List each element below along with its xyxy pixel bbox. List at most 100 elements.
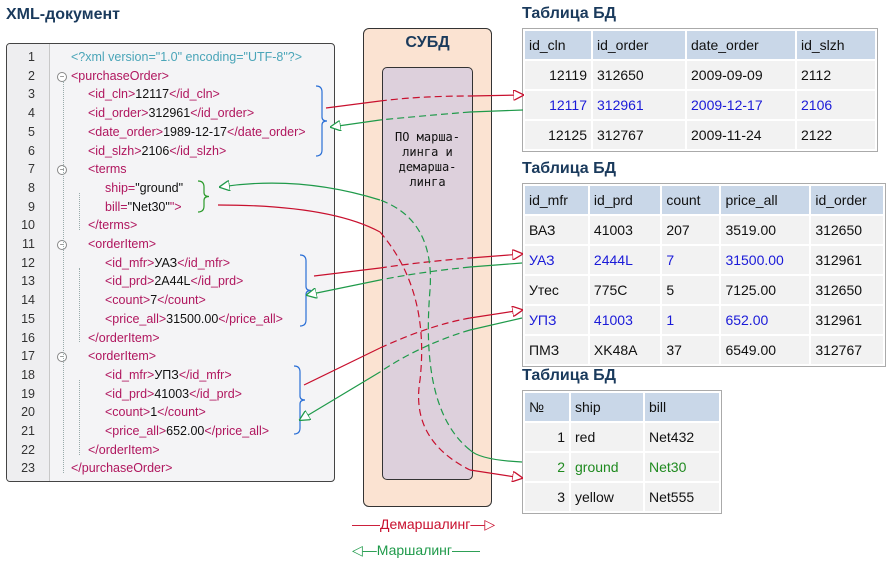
table-cell: Net432 <box>645 423 719 451</box>
table-cell: 12125 <box>525 121 591 149</box>
line-number-gutter <box>7 44 50 481</box>
table-cell: yellow <box>571 483 643 511</box>
unmarshal-item2-arrow <box>469 310 522 319</box>
xml-code: <id_order>312961</id_order> <box>88 104 254 123</box>
column-header: date_order <box>687 31 795 59</box>
xml-token-tag: </price_all> <box>204 424 270 438</box>
xml-token-tag: <id_prd> <box>105 386 155 401</box>
table-cell: 31500.00 <box>721 246 810 274</box>
table-cell: 3519.00 <box>721 216 810 244</box>
xml-token-txt: "Net30" <box>127 199 170 214</box>
table-cell: 2009-12-17 <box>687 91 795 119</box>
unmarshal-order-arrow <box>469 95 523 96</box>
marshal-terms-arrow <box>220 183 381 201</box>
xml-token-tag: </id_order> <box>190 106 255 121</box>
marshal-terms-solid-right <box>469 449 523 463</box>
line-number: 11 <box>22 237 35 251</box>
table-cell: 2112 <box>797 61 875 89</box>
fold-toggle-icon[interactable]: − <box>57 352 67 363</box>
table-cell: 7125.00 <box>721 276 810 304</box>
xml-token-tag: </orderItem> <box>88 442 160 457</box>
line-number: 16 <box>21 330 35 345</box>
table-cell: 12119 <box>525 61 591 89</box>
xml-token-txt: 1 <box>150 405 158 420</box>
table-cell: 775C <box>589 276 661 304</box>
xml-token-tag: </terms> <box>88 218 138 233</box>
marshalling-software-label-line: линга <box>409 175 446 189</box>
fold-toggle-icon[interactable]: − <box>57 240 67 250</box>
line-number: 12 <box>21 255 35 270</box>
marshal-order-arrow <box>331 119 381 127</box>
line-number: 20 <box>21 405 35 420</box>
fold-toggle-icon[interactable]: − <box>57 165 67 176</box>
line-number: 2 <box>28 68 35 83</box>
legend-unmarshal-arrow: —▷ <box>470 516 496 532</box>
xml-token-tag: </id_mfr> <box>177 255 231 270</box>
table-cell: 1 <box>525 423 569 451</box>
bracket-order-icon <box>315 85 328 157</box>
xml-token-tag: <price_all> <box>105 424 167 438</box>
line-number: 23 <box>21 461 35 476</box>
unmarshal-item2-dashed <box>379 317 471 349</box>
xml-token-tag: </count> <box>157 405 206 420</box>
table-cell: Net30 <box>645 453 719 481</box>
xml-code: </purchaseOrder> <box>71 459 172 478</box>
xml-token-txt: 652.00 <box>166 424 205 438</box>
column-header: id_order <box>593 31 685 59</box>
table-cell: 312650 <box>811 276 883 304</box>
xml-document-title: XML-документ <box>6 6 120 23</box>
xml-code: <id_prd>41003</id_prd> <box>105 385 242 404</box>
table-cell: 312650 <box>593 61 685 89</box>
table-cell: 2122 <box>797 121 875 149</box>
marshal-terms-dashed <box>379 199 471 451</box>
xml-token-tag: <id_order> <box>88 106 149 121</box>
table-cell: 2106 <box>797 91 875 119</box>
unmarshal-terms-dashed <box>379 231 471 471</box>
legend-marshal-arrow: ◁— <box>352 542 377 558</box>
xml-token-tag: <date_order> <box>88 124 164 139</box>
xml-token-txt: УПЗ <box>154 367 179 382</box>
bracket-item1-icon <box>299 254 312 327</box>
xml-token-txt: 41003 <box>154 386 190 401</box>
table-cell: 6549.00 <box>721 336 810 364</box>
line-number: 7 <box>28 162 35 177</box>
unmarshal-item1-arrow <box>469 254 522 258</box>
table-cell: 312961 <box>811 246 883 274</box>
xml-token-txt: 1989-12-17 <box>163 124 228 139</box>
xml-token-txt: 312961 <box>148 106 191 121</box>
line-number: 1 <box>28 50 35 64</box>
table-cell: 2009-09-09 <box>687 61 795 89</box>
xml-code: <count>7</count> <box>105 291 206 310</box>
xml-token-pi: <?xml version="1.0" encoding="UTF-8"?> <box>71 50 303 64</box>
xml-token-attrname: bill= <box>105 199 128 214</box>
table-cell: УПЗ <box>525 306 588 334</box>
indent-guide <box>63 80 64 474</box>
table-cell: 312961 <box>593 91 685 119</box>
column-header: id_cln <box>525 31 591 59</box>
xml-code: <orderItem> <box>88 235 156 254</box>
xml-code: <?xml version="1.0" encoding="UTF-8"?> <box>71 48 302 67</box>
line-number: 10 <box>21 218 35 233</box>
xml-code: <count>1</count> <box>105 403 206 422</box>
line-number: 21 <box>21 424 35 438</box>
legend-unmarshal-line-left: —— <box>352 516 380 532</box>
fold-toggle-icon[interactable]: − <box>57 71 67 82</box>
xml-code: </orderItem> <box>88 329 160 348</box>
line-number: 5 <box>28 124 35 139</box>
line-number: 19 <box>21 386 35 401</box>
unmarshal-terms-arrow <box>469 469 522 478</box>
table-cell: 7 <box>662 246 720 274</box>
table-cell: Утес <box>525 276 588 304</box>
xml-token-tag: <id_slzh> <box>88 143 142 158</box>
table-cell: ВАЗ <box>525 216 588 244</box>
